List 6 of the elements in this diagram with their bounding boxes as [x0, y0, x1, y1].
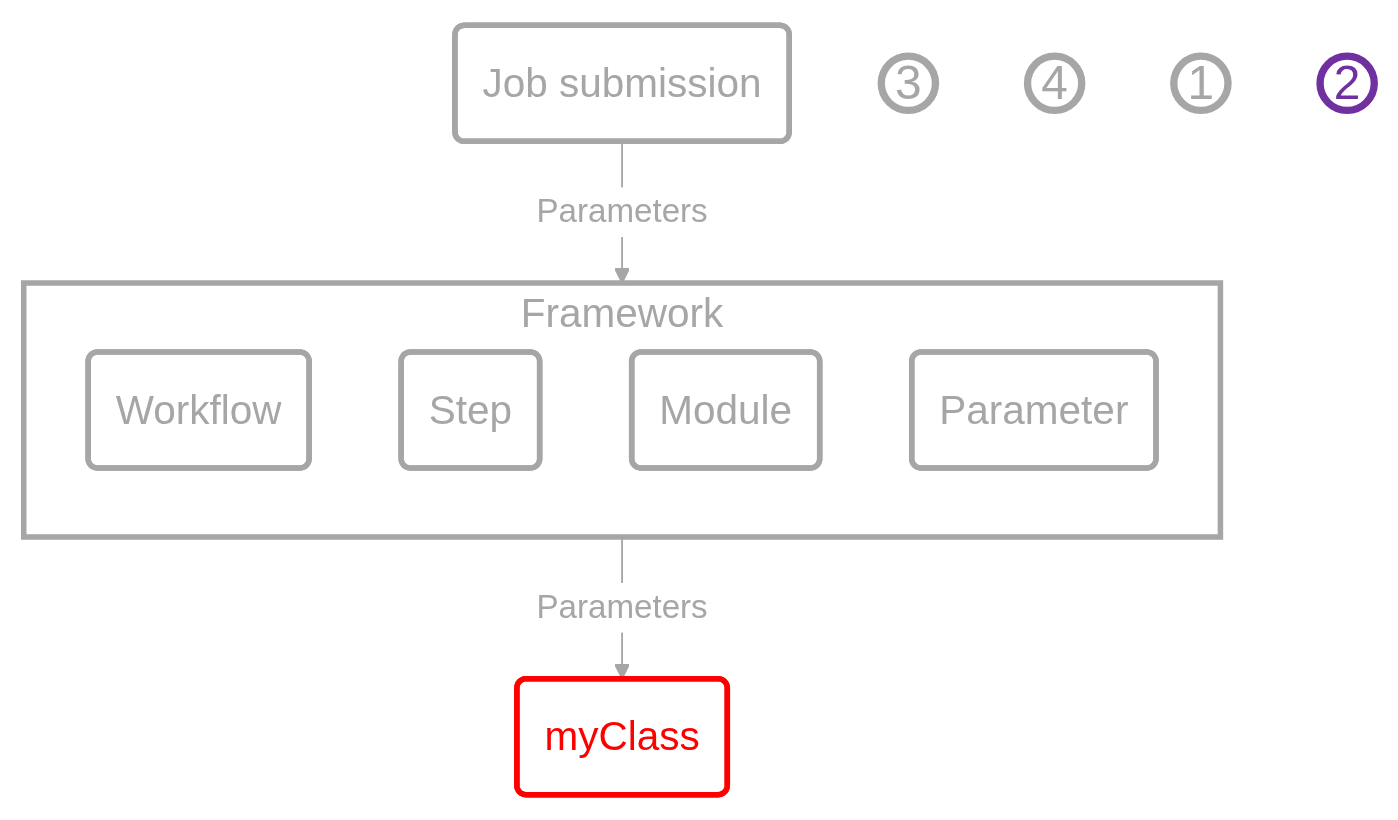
- node-circle: 1: [1170, 52, 1232, 115]
- edge-label: Parameters: [536, 192, 708, 230]
- node-circle: 4: [1023, 52, 1086, 115]
- node-circle: 3: [877, 52, 940, 115]
- node-circle: 2: [1316, 52, 1378, 115]
- edge-label: Parameters: [536, 588, 708, 626]
